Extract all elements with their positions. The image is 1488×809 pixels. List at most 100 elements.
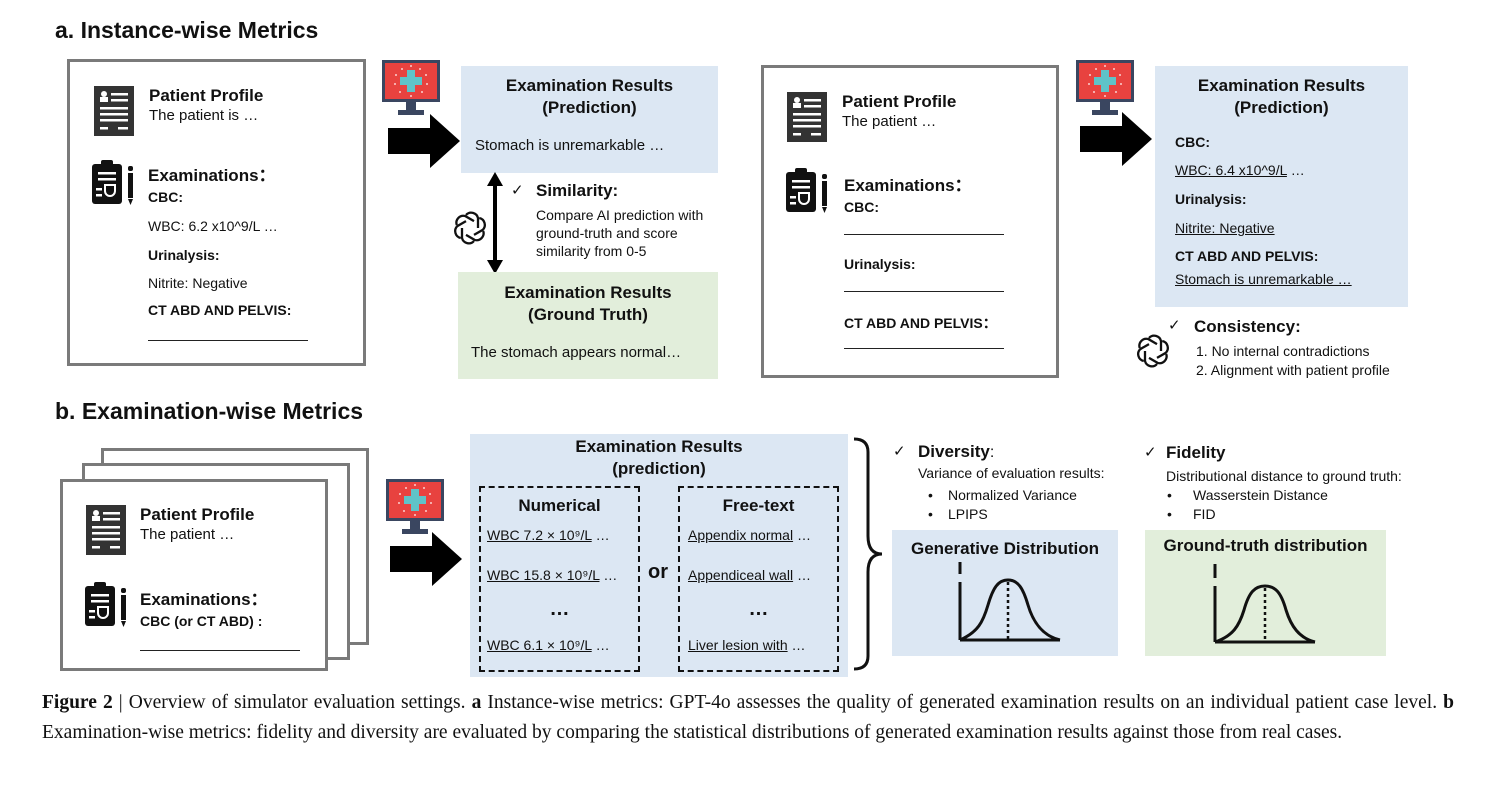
- prediction-title-line1: Examination Results: [1197, 76, 1366, 95]
- ground-truth-text: The stomach appears normal…: [471, 344, 682, 361]
- exam-value-cbc: WBC: 6.2 x10^9/L …: [148, 218, 278, 234]
- patient-profile-icon: [94, 86, 134, 136]
- exam-value-urinalysis: Nitrite: Negative: [148, 275, 248, 291]
- pred-value-urinalysis: Nitrite: Negative: [1175, 220, 1275, 236]
- diversity-bullet-2: LPIPS: [948, 506, 988, 522]
- generative-distribution-curve: [958, 562, 1061, 642]
- consistency-line1: 1. No internal contradictions: [1196, 343, 1370, 359]
- freetext-box: Free-text Appendix normal … Appendiceal …: [678, 486, 839, 672]
- generative-distribution-title: Generative Distribution: [911, 539, 1099, 558]
- results-title-line2: (prediction): [612, 459, 706, 478]
- figure-caption: Figure 2 | Overview of simulator evaluat…: [42, 688, 1454, 748]
- fidelity-check-icon: ✓: [1144, 444, 1157, 461]
- patient-card-b: Patient Profile The patient … Examinatio…: [60, 479, 328, 671]
- patient-profile-title: Patient Profile: [842, 92, 957, 111]
- ground-truth-box: Examination Results (Ground Truth) The s…: [458, 272, 718, 379]
- ground-truth-title-line2: (Ground Truth): [528, 305, 648, 324]
- similarity-check-icon: ✓: [511, 182, 524, 199]
- diversity-bullet-dot: •: [928, 487, 933, 503]
- clipboard-exam-icon: [786, 168, 827, 213]
- patient-profile-text: The patient …: [842, 113, 937, 130]
- fidelity-bullet-dot: •: [1167, 506, 1172, 522]
- freetext-item-2-suffix: …: [793, 567, 811, 583]
- section-b-title: b. Examination-wise Metrics: [55, 398, 364, 424]
- ai-simulator-monitor-icon: [1076, 60, 1134, 115]
- generative-distribution-box: Generative Distribution: [892, 530, 1118, 656]
- fidelity-title: Fidelity: [1166, 443, 1226, 462]
- fidelity-desc: Distributional distance to ground truth:: [1166, 468, 1402, 484]
- patient-profile-text: The patient …: [140, 526, 235, 543]
- diversity-bullet-dot: •: [928, 506, 933, 522]
- numerical-box: Numerical WBC 7.2 × 10⁹/L … WBC 15.8 × 1…: [479, 486, 640, 672]
- caption-separator: |: [112, 692, 129, 713]
- caption-b-label: b: [1443, 692, 1455, 713]
- examinations-title: Examinations：: [844, 176, 972, 195]
- diversity-bullet-1: Normalized Variance: [948, 487, 1077, 503]
- consistency-line2: 2. Alignment with patient profile: [1196, 362, 1390, 378]
- caption-b-text: Examination-wise metrics: fidelity and d…: [42, 722, 1343, 743]
- numerical-ellipsis: …: [549, 598, 570, 620]
- prediction-box-b: Examination Results (prediction) Numeric…: [470, 434, 848, 677]
- ai-simulator-monitor-icon: [386, 479, 444, 534]
- curly-brace: [853, 437, 883, 671]
- exam-blank-ct: [844, 348, 1004, 349]
- prediction-title-line2: (Prediction): [542, 98, 637, 117]
- exam-blank-ct: [148, 340, 308, 341]
- pred-value-cbc-suffix: …: [1286, 162, 1305, 178]
- exam-label-urinalysis: Urinalysis:: [844, 256, 916, 272]
- clipboard-exam-icon: [92, 160, 133, 205]
- prediction-text: Stomach is unremarkable …: [475, 137, 665, 154]
- prediction-title-line1: Examination Results: [505, 76, 674, 95]
- exam-blank-cbc: [844, 234, 1004, 235]
- numerical-item-1-suffix: …: [591, 527, 610, 543]
- prediction-box-a2: Examination Results (Prediction) CBC: WB…: [1155, 66, 1408, 307]
- freetext-title: Free-text: [722, 496, 795, 515]
- or-label: or: [648, 561, 668, 583]
- exam-label-cbc: CBC:: [148, 189, 183, 205]
- numerical-item-1: WBC 7.2 × 10⁹/L: [487, 527, 592, 543]
- pred-value-cbc: WBC: 6.4 x10^9/L: [1175, 162, 1287, 178]
- numerical-item-2: WBC 15.8 × 10⁹/L: [487, 567, 600, 583]
- clipboard-exam-icon: [85, 582, 126, 627]
- examinations-title: Examinations：: [148, 166, 276, 185]
- patient-card-a2: Patient Profile The patient … Examinatio…: [761, 65, 1059, 378]
- freetext-item-3-suffix: …: [787, 637, 806, 653]
- ai-simulator-monitor-icon: [382, 60, 440, 115]
- exam-label-cbc: CBC:: [844, 199, 879, 215]
- freetext-item-1-suffix: …: [793, 527, 811, 543]
- ground-truth-distribution-curve: [1213, 564, 1316, 644]
- numerical-item-3: WBC 6.1 × 10⁹/L: [487, 637, 592, 653]
- exam-label-ct: CT ABD AND PELVIS：: [844, 315, 997, 331]
- fidelity-bullet-1: Wasserstein Distance: [1193, 487, 1328, 503]
- numerical-title: Numerical: [518, 496, 601, 515]
- similarity-desc-line3: similarity from 0-5: [536, 243, 647, 259]
- exam-label-ct: CT ABD AND PELVIS:: [148, 302, 292, 318]
- pred-label-ct: CT ABD AND PELVIS:: [1175, 248, 1319, 264]
- freetext-item-3: Liver lesion with: [688, 637, 788, 653]
- patient-profile-icon: [86, 505, 126, 555]
- ground-truth-distribution-title: Ground-truth distribution: [1163, 536, 1368, 555]
- exam-label-urinalysis: Urinalysis:: [148, 247, 220, 263]
- prediction-title-line2: (Prediction): [1234, 98, 1329, 117]
- similarity-desc-line1: Compare AI prediction with: [536, 207, 704, 223]
- openai-logo-icon: [454, 211, 486, 245]
- results-title-line1: Examination Results: [575, 437, 743, 456]
- diversity-desc: Variance of evaluation results:: [918, 465, 1105, 481]
- caption-figure-label: Figure 2: [42, 692, 113, 713]
- patient-profile-icon: [787, 92, 827, 142]
- ground-truth-title-line1: Examination Results: [504, 283, 672, 302]
- consistency-title: Consistency:: [1194, 317, 1301, 336]
- freetext-item-1: Appendix normal: [688, 527, 794, 543]
- caption-a-label: a: [471, 692, 482, 713]
- diversity-title: Diversity: [918, 442, 990, 461]
- patient-card-a1: Patient Profile The patient is … Examina…: [67, 59, 366, 366]
- examinations-title: Examinations：: [140, 590, 268, 609]
- patient-profile-title: Patient Profile: [149, 86, 264, 105]
- double-arrow-icon: [487, 172, 503, 274]
- diversity-colon: :: [989, 444, 995, 461]
- patient-profile-title: Patient Profile: [140, 505, 255, 524]
- diversity-check-icon: ✓: [893, 443, 906, 460]
- freetext-ellipsis: …: [748, 598, 769, 620]
- right-arrow-icon: [390, 532, 462, 586]
- pred-label-cbc: CBC:: [1175, 134, 1210, 150]
